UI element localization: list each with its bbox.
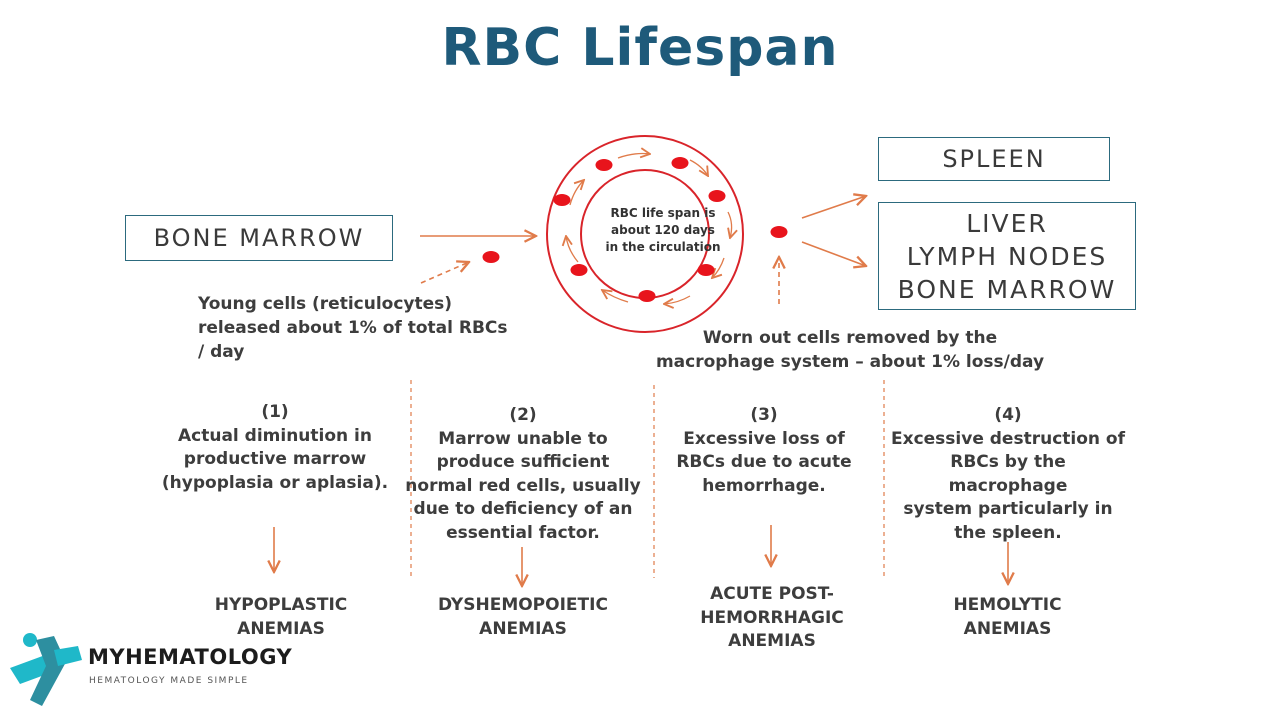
rbc-cell [570, 264, 588, 276]
logo-mark-icon [10, 633, 82, 706]
circulation-label: RBC life span is about 120 days in the c… [578, 205, 748, 256]
liver-lymph-marrow-box: LIVER LYMPH NODES BONE MARROW [878, 202, 1136, 310]
cause-line: due to deficiency of an [413, 499, 633, 519]
result-acute-posthemorrhagic-anemias: ACUTE POST- HEMORRHAGIC ANEMIAS [672, 583, 872, 654]
circulation-label-line: about 120 days [611, 223, 715, 237]
result-line: ANEMIAS [963, 618, 1052, 639]
young-cells-note: Young cells (reticulocytes) released abo… [198, 292, 518, 364]
worn-out-cells-note: Worn out cells removed by the macrophage… [640, 326, 1060, 374]
circulation-flow-arrows [566, 154, 732, 305]
organ-bone-marrow: BONE MARROW [897, 275, 1117, 304]
result-line: ANEMIAS [479, 618, 567, 639]
cause-line: productive marrow [183, 449, 367, 469]
cause-line: system particularly in [903, 499, 1113, 519]
cause-line: the spleen. [954, 522, 1062, 543]
result-line: ACUTE POST- [710, 584, 834, 604]
result-dyshemopoietic-anemias: DYSHEMOPOIETIC ANEMIAS [418, 594, 628, 641]
column-separators [410, 380, 885, 578]
cause-line: (hypoplasia or aplasia). [161, 472, 389, 493]
result-arrows [274, 525, 1008, 586]
page-title: RBC Lifespan [441, 18, 839, 78]
rbc-cell [697, 264, 715, 276]
result-hypoplastic-anemias: HYPOPLASTIC ANEMIAS [186, 594, 376, 641]
rbc-cell [595, 159, 613, 171]
rbc-cell [708, 190, 726, 202]
bone-marrow-box: BONE MARROW [125, 215, 393, 261]
circulation-outer-ring [546, 135, 744, 333]
cause-3: (3) Excessive loss of RBCs due to acute … [664, 404, 864, 498]
circulation-label-line: in the circulation [605, 240, 721, 254]
cause-line: RBCs by the macrophage [948, 452, 1068, 496]
rbc-cell [671, 157, 689, 169]
cause-line: hemorrhage. [702, 475, 826, 496]
rbc-cell [638, 290, 656, 302]
young-rbc-cell [482, 251, 500, 263]
logo-tagline: HEMATOLOGY MADE SIMPLE [89, 676, 249, 686]
cause-line: essential factor. [446, 522, 600, 543]
spleen-box: SPLEEN [878, 137, 1110, 181]
result-line: HEMOLYTIC [953, 595, 1062, 615]
organ-liver: LIVER [966, 209, 1048, 238]
note-line: released about 1% of total RBCs [198, 318, 508, 338]
flow-arrows [420, 196, 866, 304]
cause-number: (1) [261, 402, 289, 422]
cause-1: (1) Actual diminution in productive marr… [160, 401, 390, 495]
note-line: macrophage system – about 1% loss/day [655, 352, 1045, 372]
organ-lymph-nodes: LYMPH NODES [906, 242, 1108, 271]
arrow-to-spleen [801, 196, 866, 219]
note-line: Young cells (reticulocytes) [198, 294, 453, 314]
cause-line: Excessive loss of [683, 428, 845, 449]
rbc-cells-in-circulation [553, 157, 726, 302]
note-line: / day [198, 342, 245, 362]
cause-number: (3) [750, 405, 778, 425]
cause-number: (4) [994, 405, 1022, 425]
cause-line: Marrow unable to [438, 428, 608, 449]
logo-name: MYHEMATOLOGY [88, 645, 293, 669]
result-line: ANEMIAS [237, 618, 325, 639]
circulation-label-line: RBC life span is [610, 206, 716, 220]
cause-line: RBCs due to acute [676, 452, 852, 472]
cause-line: produce sufficient [436, 452, 610, 472]
result-line: DYSHEMOPOIETIC [438, 595, 608, 615]
cause-line: normal red cells, usually [405, 475, 641, 496]
result-line: ANEMIAS [728, 631, 816, 651]
rbc-cell [553, 194, 571, 206]
arrow-young-cells-release [420, 262, 469, 284]
cause-4: (4) Excessive destruction of RBCs by the… [888, 404, 1128, 545]
cause-number: (2) [509, 405, 537, 425]
result-line: HEMORRHAGIC [700, 607, 844, 628]
cause-line: Excessive destruction of [890, 428, 1125, 449]
cause-2: (2) Marrow unable to produce sufficient … [402, 404, 644, 545]
worn-out-rbc-cell [770, 226, 788, 238]
arrow-to-liver-nodes-marrow [801, 241, 866, 266]
result-hemolytic-anemias: HEMOLYTIC ANEMIAS [910, 594, 1105, 641]
cause-line: Actual diminution in [177, 425, 372, 446]
result-line: HYPOPLASTIC [214, 595, 348, 615]
note-line: Worn out cells removed by the [702, 328, 998, 348]
